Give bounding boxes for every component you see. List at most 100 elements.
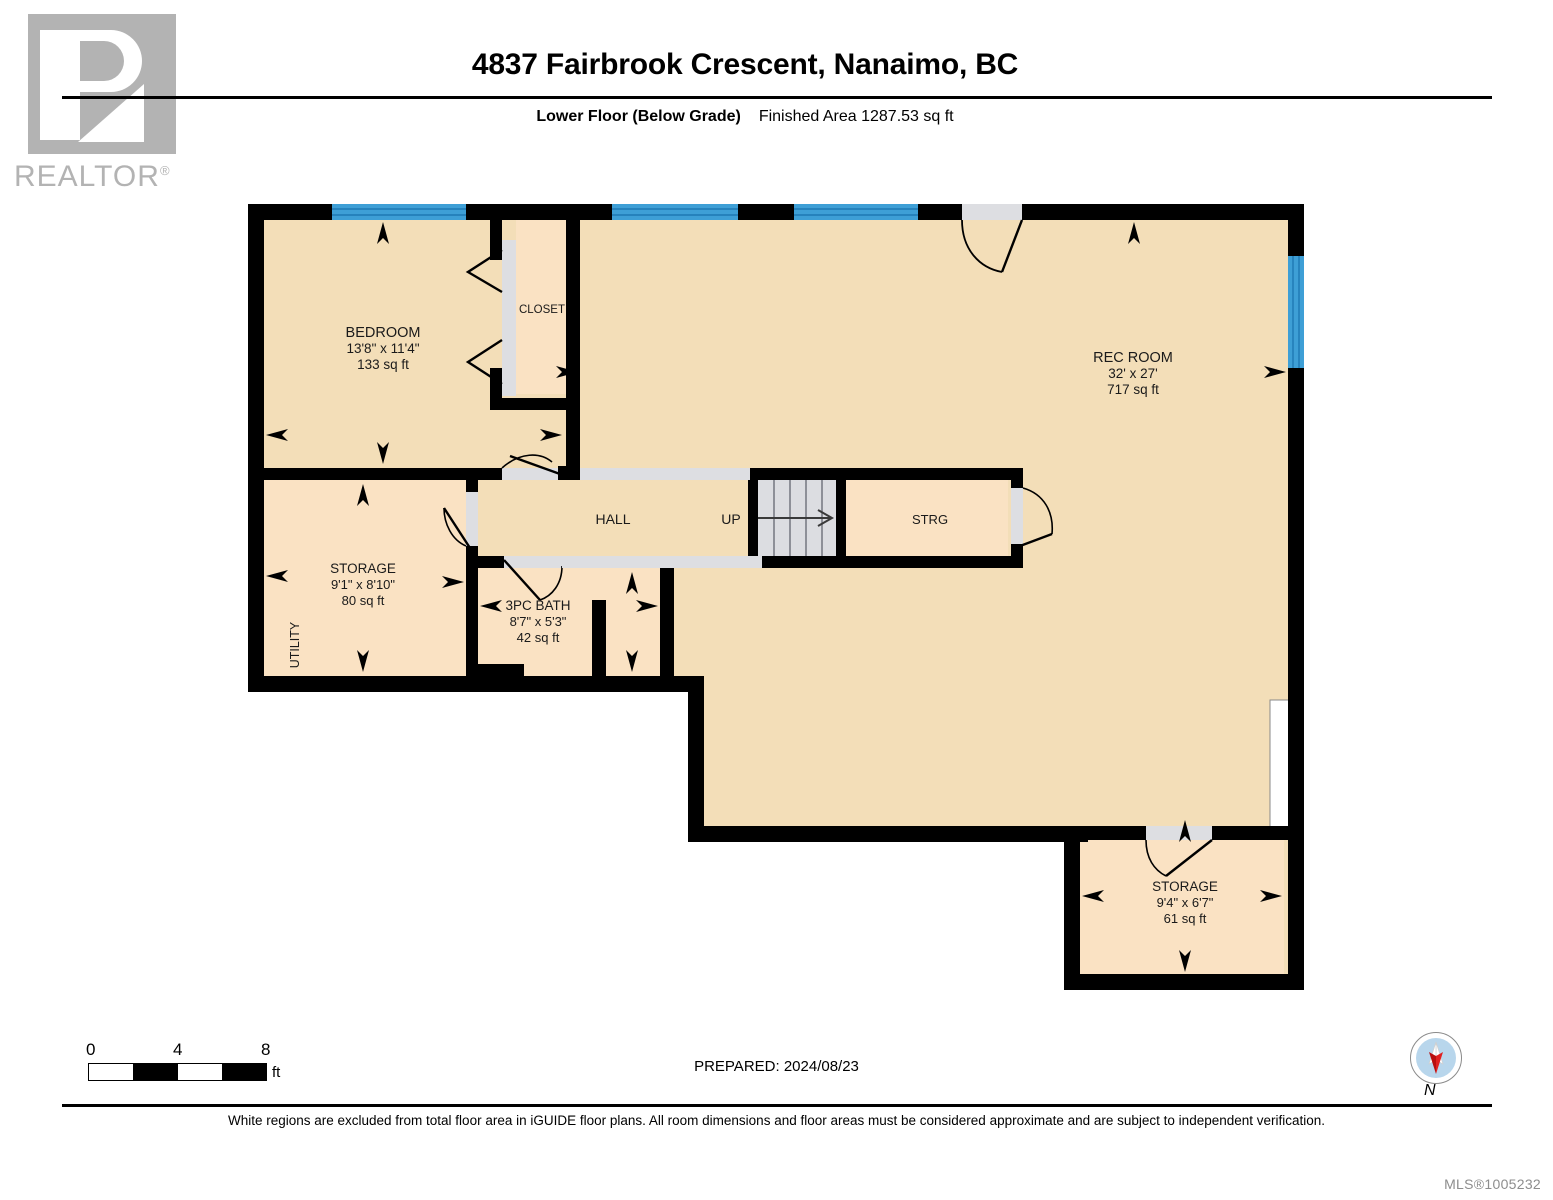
realtor-logo-bowl-inner — [80, 41, 124, 81]
wall-top-c — [738, 204, 794, 220]
wall-bottom-left — [248, 676, 704, 692]
wall-l-bottom — [688, 826, 1088, 842]
wall-lower-storage-top-b — [1212, 826, 1304, 840]
wall-closet-right — [566, 218, 580, 410]
rec-room-area: 717 sq ft — [1107, 382, 1159, 397]
floor-plan-drawing: BEDROOM 13'8" x 11'4" 133 sq ft CLOSET R… — [248, 204, 1304, 990]
storage-utility-area: 80 sq ft — [342, 593, 385, 608]
room-label-storage-lower: STORAGE 9'4" x 6'7" 61 sq ft — [1152, 879, 1218, 926]
room-label-strg: STRG — [912, 512, 948, 527]
wall-strg-right-b — [1011, 544, 1023, 568]
wall-bath-bottom-a — [478, 664, 524, 678]
door-storage-swing — [443, 507, 467, 547]
door-strg-swing — [1022, 487, 1054, 535]
strg-floor — [845, 480, 1008, 558]
arrow-bath-left — [480, 600, 502, 612]
utility-label: UTILITY — [288, 621, 302, 668]
wall-right-upper — [1288, 204, 1304, 256]
floor-subtitle: Lower Floor (Below Grade)Finished Area 1… — [200, 108, 1290, 126]
wall-top-e — [1022, 204, 1296, 220]
door-rec-exterior-gap — [962, 204, 1022, 220]
footer-divider — [62, 1104, 1492, 1107]
wall-l-vertical — [688, 676, 704, 842]
wall-bath-right — [660, 556, 674, 690]
door-bedroom-gap — [502, 468, 558, 480]
wall-bedroom-right — [490, 218, 502, 260]
storage-utility-dimensions: 9'1" x 8'10" — [331, 577, 395, 592]
wall-lower-storage-bottom — [1064, 974, 1304, 990]
hall-name: HALL — [595, 511, 630, 527]
stair-direction-arrow — [817, 509, 835, 527]
arrow-bedroom-down — [377, 442, 389, 464]
scale-bar — [88, 1063, 267, 1081]
wall-left-exterior — [248, 204, 264, 688]
door-rec-exterior-swing — [961, 219, 1003, 273]
window-top-2 — [612, 204, 738, 220]
wall-right-lower — [1288, 368, 1304, 700]
bedroom-name: BEDROOM — [346, 325, 421, 341]
scale-seg-4 — [221, 1064, 266, 1080]
wall-right-notch — [1288, 700, 1304, 990]
dimension-arrows — [266, 222, 1286, 972]
stairs-up-label: UP — [721, 511, 740, 527]
door-storage-leaf — [442, 507, 472, 549]
arrow-storage-down — [357, 650, 369, 672]
closet-door-gap-bottom — [502, 350, 516, 396]
door-rec-exterior-leaf — [1000, 219, 1024, 273]
door-bath-gap — [504, 556, 562, 568]
walls — [248, 204, 1304, 990]
arrow-lstorage-left — [1082, 890, 1104, 902]
header-divider — [62, 96, 1492, 99]
bedroom-floor — [262, 218, 490, 468]
storage-utility-floor — [262, 480, 466, 676]
page-title: 4837 Fairbrook Crescent, Nanaimo, BC — [471, 48, 1019, 81]
lower-storage-floor — [1078, 836, 1284, 984]
wall-lower-storage-left — [1064, 826, 1080, 990]
compass-rose-icon — [1410, 1032, 1462, 1084]
storage-lower-area: 61 sq ft — [1164, 911, 1207, 926]
scale-seg-2 — [133, 1064, 178, 1080]
door-lower-storage-swing — [1145, 839, 1167, 877]
realtor-logo: REALTOR® — [14, 14, 194, 194]
scale-tick-labels: 0 4 8 — [70, 1040, 300, 1062]
arrow-bedroom-up — [377, 222, 389, 244]
wall-top-a — [248, 204, 332, 220]
arrow-bath-right — [636, 600, 658, 612]
prepared-date: PREPARED: 2024/08/23 — [694, 1058, 859, 1075]
closet-floor — [516, 218, 566, 394]
scale-seg-3 — [177, 1064, 222, 1080]
doors — [442, 204, 1213, 877]
storage-utility-name: STORAGE — [330, 561, 396, 576]
bath-area: 42 sq ft — [517, 630, 560, 645]
wall-top-d — [918, 204, 962, 220]
arrow-rec-up — [1128, 222, 1140, 244]
rec-room-floor — [478, 218, 1290, 988]
door-bath-swing — [539, 565, 563, 601]
wall-strg-top — [845, 468, 1023, 480]
wall-bedroom-right-3 — [490, 398, 568, 410]
scale-seg-1 — [89, 1064, 134, 1080]
door-bedroom-leaf — [509, 454, 561, 476]
wall-stair-bottom — [736, 556, 846, 568]
door-strg-gap — [1011, 488, 1023, 544]
door-lower-storage-gap — [1146, 826, 1212, 840]
room-label-stairs-up: UP — [721, 511, 740, 527]
realtor-logo-wordmark: REALTOR® — [14, 160, 171, 194]
wall-strg-bottom — [845, 556, 1023, 568]
door-bath-leaf — [503, 559, 541, 601]
bedroom-dimensions: 13'8" x 11'4" — [346, 341, 419, 356]
arrow-rec-right — [1264, 366, 1286, 378]
arrow-rec-left-small — [556, 366, 578, 378]
wall-bath-stub — [592, 600, 606, 678]
rec-room-dimensions: 32' x 27' — [1108, 366, 1157, 381]
arrow-bedroom-left — [266, 429, 288, 441]
realtor-logo-stem — [40, 30, 80, 140]
disclaimer-text: White regions are excluded from total fl… — [227, 1113, 1326, 1128]
hall-floor — [478, 480, 750, 562]
finished-area-label: Finished Area 1287.53 sq ft — [758, 108, 954, 125]
wall-stair-top — [748, 468, 846, 480]
door-bedroom-swing — [501, 454, 553, 469]
closet-name: CLOSET — [519, 304, 565, 316]
room-label-hall: HALL — [595, 511, 630, 527]
staircase — [758, 480, 836, 556]
